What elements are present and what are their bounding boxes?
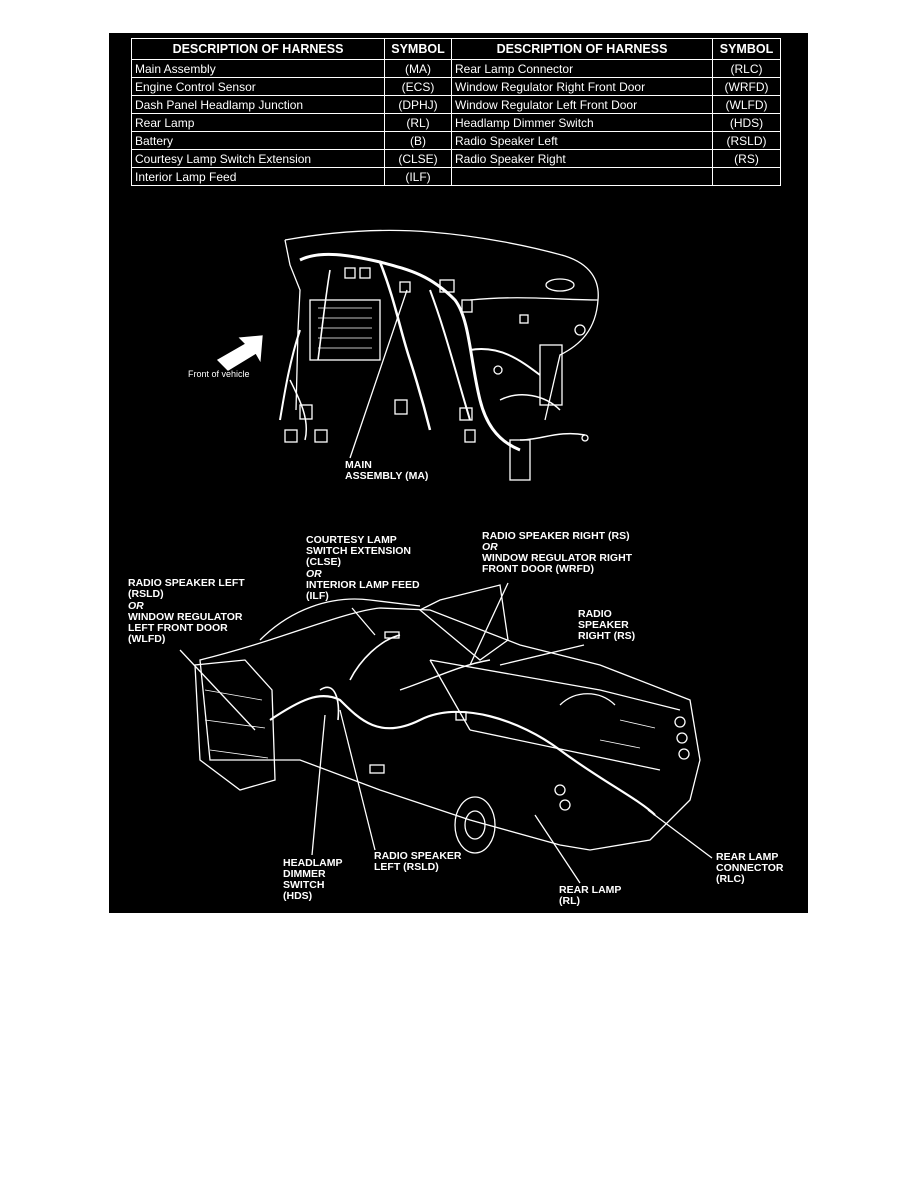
radio-left-bottom-label: RADIO SPEAKER LEFT (RSLD) <box>374 850 462 873</box>
table-row: Battery(B)Radio Speaker Left(RSLD) <box>131 131 781 150</box>
dashboard-harness-drawing <box>279 229 599 481</box>
main-assembly-leader <box>349 289 408 459</box>
table-row: Courtesy Lamp Switch Extension(CLSE)Radi… <box>131 149 781 168</box>
window-left-label: WINDOW REGULATOR LEFT FRONT DOOR (WLFD) <box>128 611 243 645</box>
courtesy-or-label: OR <box>306 568 322 580</box>
harness-description-cell: Rear Lamp Connector <box>451 59 713 78</box>
harness-symbol-cell: (B) <box>384 131 452 150</box>
radio-right-or-label: OR <box>482 541 498 553</box>
harness-description-cell: Main Assembly <box>131 59 385 78</box>
radio-left-or-label: OR <box>128 600 144 612</box>
harness-table: DESCRIPTION OF HARNESS SYMBOL DESCRIPTIO… <box>131 38 781 186</box>
harness-symbol-cell <box>712 167 781 186</box>
rear-lamp-connector-label: REAR LAMP CONNECTOR (RLC) <box>716 851 784 885</box>
rear-lamp-label: REAR LAMP (RL) <box>559 884 622 907</box>
main-assembly-label: MAIN ASSEMBLY (MA) <box>345 459 429 482</box>
table-header-row: DESCRIPTION OF HARNESS SYMBOL DESCRIPTIO… <box>131 38 781 60</box>
table-body: Main Assembly(MA)Rear Lamp Connector(RLC… <box>131 59 781 186</box>
window-right-label: WINDOW REGULATOR RIGHT FRONT DOOR (WRFD) <box>482 552 633 575</box>
table-row: Dash Panel Headlamp Junction(DPHJ)Window… <box>131 95 781 114</box>
harness-symbol-cell: (HDS) <box>712 113 781 132</box>
interior-lamp-label: INTERIOR LAMP FEED (ILF) <box>306 579 420 602</box>
harness-description-cell: Headlamp Dimmer Switch <box>451 113 713 132</box>
harness-description-cell: Radio Speaker Right <box>451 149 713 168</box>
harness-symbol-cell: (WRFD) <box>712 77 781 96</box>
table-row: Interior Lamp Feed(ILF) <box>131 167 781 186</box>
header-symbol-2: SYMBOL <box>712 38 781 60</box>
front-of-vehicle-label: Front of vehicle <box>188 369 250 379</box>
harness-description-cell: Interior Lamp Feed <box>131 167 385 186</box>
headlamp-dimmer-label: HEADLAMP DIMMER SWITCH (HDS) <box>283 857 343 902</box>
table-row: Rear Lamp(RL)Headlamp Dimmer Switch(HDS) <box>131 113 781 132</box>
header-description-1: DESCRIPTION OF HARNESS <box>131 38 385 60</box>
radio-left-top-label: RADIO SPEAKER LEFT (RSLD) <box>128 577 245 600</box>
courtesy-lamp-label: COURTESY LAMP SWITCH EXTENSION (CLSE) <box>306 534 412 568</box>
harness-symbol-cell: (CLSE) <box>384 149 452 168</box>
harness-description-cell: Window Regulator Left Front Door <box>451 95 713 114</box>
radio-right-side-label: RADIO SPEAKER RIGHT (RS) <box>578 608 636 642</box>
front-arrow-icon <box>216 335 263 371</box>
harness-symbol-cell: (RSLD) <box>712 131 781 150</box>
radio-right-top-label: RADIO SPEAKER RIGHT (RS) <box>482 530 630 542</box>
leader-lines <box>179 582 713 884</box>
table-row: Main Assembly(MA)Rear Lamp Connector(RLC… <box>131 59 781 78</box>
harness-symbol-cell: (ILF) <box>384 167 452 186</box>
truck-harness-drawing <box>194 584 701 854</box>
